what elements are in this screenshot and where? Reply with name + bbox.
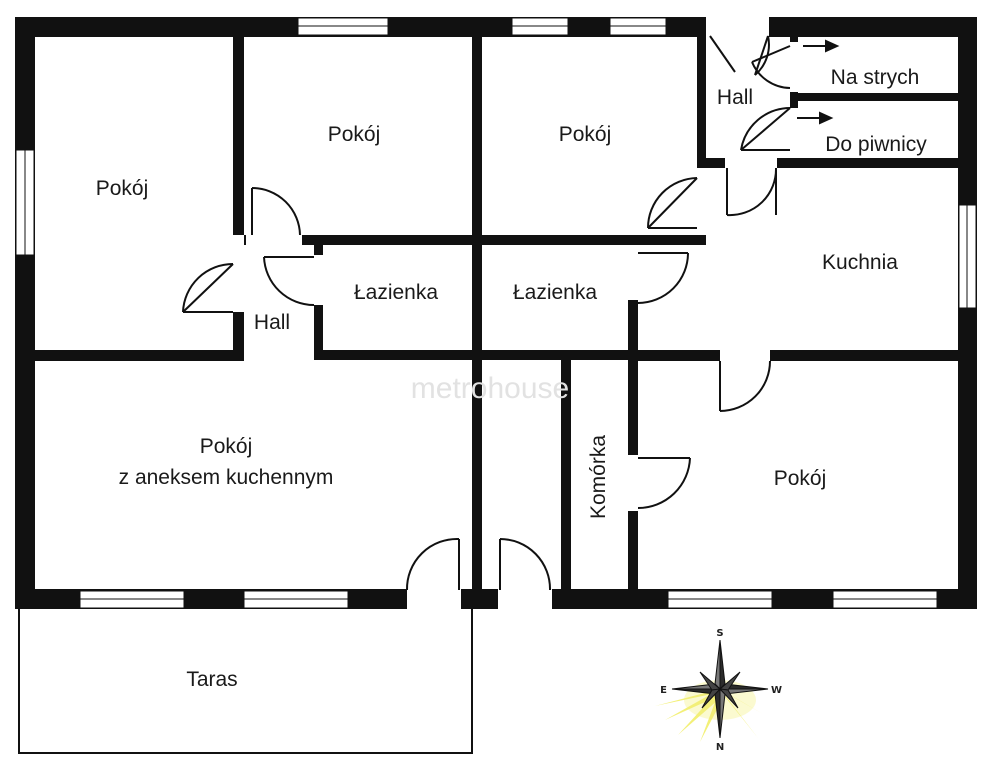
door-komorka — [637, 457, 691, 509]
label-pokoj-aneks-line1: Pokój — [200, 435, 253, 458]
door-pokoj-left — [182, 262, 234, 313]
label-pokoj-bottom-right: Pokój — [774, 467, 827, 490]
door-corridor-exit — [499, 538, 552, 591]
label-na-strych: Na strych — [831, 66, 920, 89]
window-bottom-2 — [243, 590, 349, 609]
label-lazienka-right: Łazienka — [513, 281, 597, 304]
label-pokoj-aneks-line2: z aneksem kuchennym — [119, 466, 334, 489]
label-hall-left: Hall — [254, 311, 290, 334]
label-komorka: Komórka — [587, 435, 610, 519]
window-top-1 — [297, 17, 389, 36]
door-lazienka-left — [263, 256, 315, 307]
door-na-strych — [751, 45, 791, 89]
door-openings — [233, 17, 798, 609]
windows — [15, 17, 977, 609]
arrow-do-piwnicy-icon — [797, 111, 834, 125]
door-do-piwnicy — [740, 107, 791, 151]
door-kuchnia-top — [726, 167, 778, 217]
compass-south-label: S — [716, 628, 723, 639]
arrows — [797, 39, 840, 125]
label-kuchnia: Kuchnia — [822, 251, 898, 274]
label-pokoj-top-right: Pokój — [559, 123, 612, 146]
arrow-na-strych-icon — [803, 39, 840, 53]
window-right — [958, 204, 977, 309]
outer-walls — [15, 17, 977, 609]
label-pokoj-top-center: Pokój — [328, 123, 381, 146]
label-do-piwnicy: Do piwnicy — [825, 133, 927, 156]
label-pokoj-top-left: Pokój — [96, 177, 149, 200]
window-left — [15, 149, 35, 256]
door-aneks-exit — [405, 537, 460, 591]
window-top-3 — [609, 17, 667, 36]
compass-west-label: W — [771, 685, 782, 696]
room-labels: Pokój Pokój Pokój Hall Na strych Do piwn… — [96, 66, 928, 691]
watermark: metrohouse — [411, 372, 569, 405]
window-bottom-1 — [79, 590, 185, 609]
label-lazienka-left: Łazienka — [354, 281, 438, 304]
label-hall-top-right: Hall — [717, 86, 753, 109]
window-bottom-4 — [832, 590, 938, 609]
label-taras: Taras — [186, 668, 237, 691]
compass-icon: S N E W — [655, 628, 782, 753]
door-pokoj-center — [251, 187, 301, 236]
door-swings — [182, 35, 791, 591]
door-pokoj-right — [647, 177, 698, 229]
compass-east-label: E — [660, 685, 667, 696]
compass-star — [671, 639, 769, 739]
window-top-2 — [511, 17, 569, 36]
window-bottom-3 — [667, 590, 773, 609]
terrace-outline — [18, 606, 473, 754]
compass-north-label: N — [716, 742, 724, 753]
door-pokoj-bottom-right — [719, 360, 771, 412]
door-lazienka-right — [637, 252, 689, 304]
door-hall-entry — [709, 35, 770, 76]
